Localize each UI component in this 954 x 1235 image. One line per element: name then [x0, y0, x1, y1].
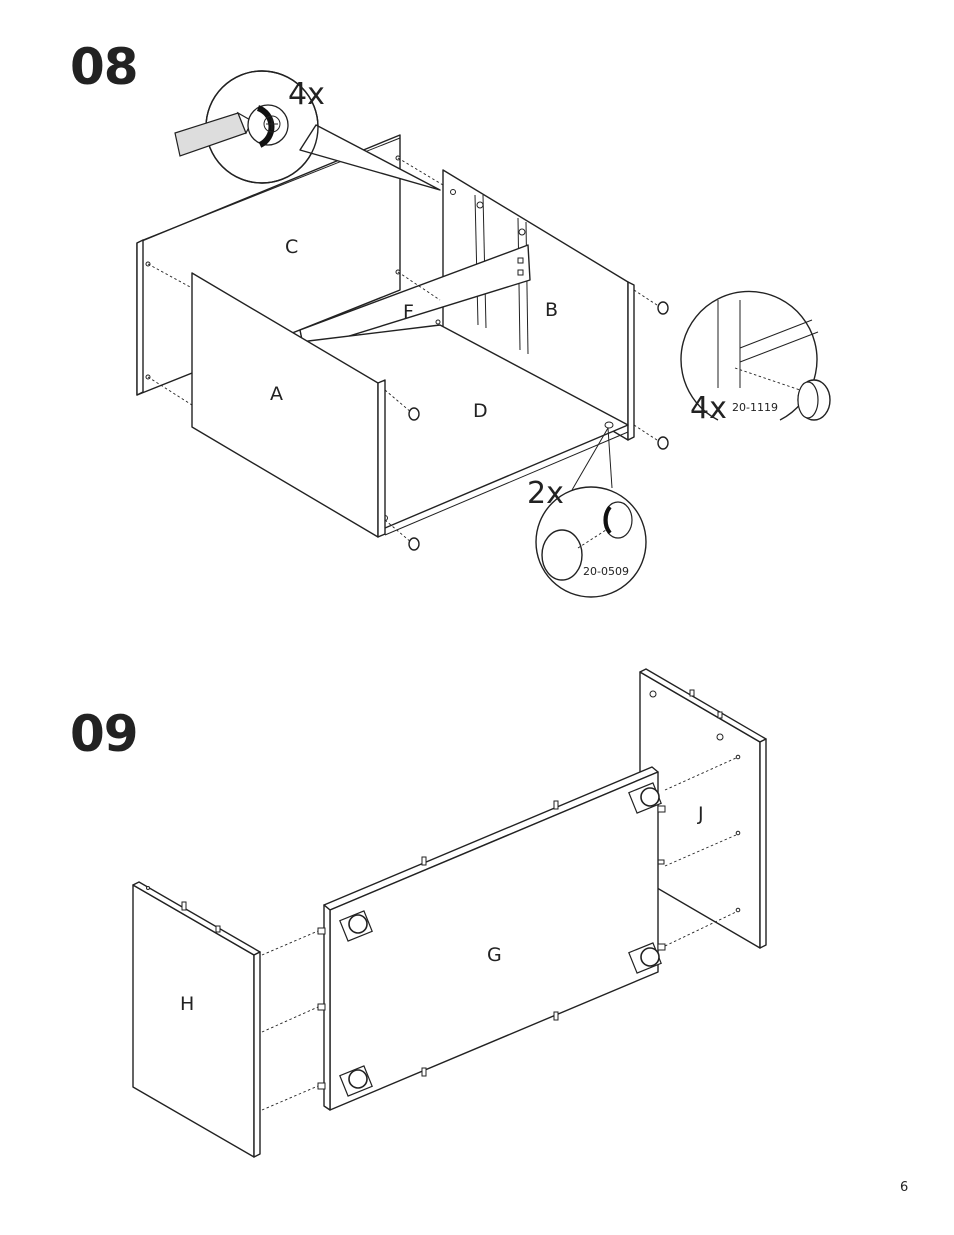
glide-callout: 4x 20-1119: [681, 291, 830, 426]
label-c: C: [285, 236, 298, 258]
glide-qty: 4x: [690, 391, 727, 426]
cam-lock-icon: [604, 502, 632, 538]
cover-cap-icon: [542, 530, 582, 580]
label-b: B: [545, 299, 558, 321]
cam-lock-icon: [248, 105, 288, 145]
cap-code: 20-0509: [583, 565, 629, 578]
page-number: 6: [900, 1180, 908, 1195]
label-f: F: [403, 301, 414, 323]
glide-icon: [798, 380, 830, 420]
label-d: D: [473, 400, 488, 422]
label-a: A: [270, 383, 283, 405]
label-j: J: [697, 803, 704, 825]
label-h: H: [180, 993, 194, 1015]
panel-g: [318, 767, 665, 1110]
panel-h: [133, 882, 260, 1157]
label-g: G: [487, 944, 502, 966]
screw-qty: 4x: [288, 77, 325, 112]
step-09-diagram: G H J: [133, 669, 766, 1157]
glide-code: 20-1119: [732, 401, 778, 414]
screw-callout: 4x: [175, 71, 440, 190]
cap-qty: 2x: [527, 476, 564, 511]
step-08-diagram: C A F B D: [137, 71, 830, 597]
